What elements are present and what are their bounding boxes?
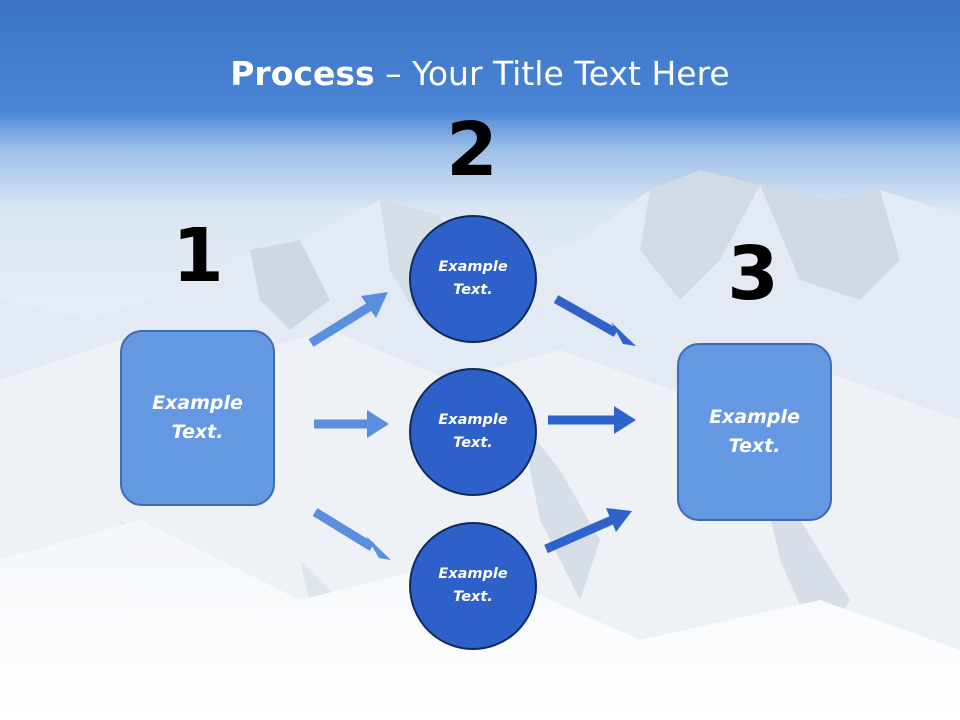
circle-bottom: Example Text. bbox=[409, 522, 537, 650]
step-number-3: 3 bbox=[727, 231, 779, 317]
arrow-bottom-to-right bbox=[544, 508, 632, 554]
slide-title: Process – Your Title Text Here bbox=[0, 52, 960, 96]
right-box: Example Text. bbox=[677, 343, 832, 521]
arrow-middle-to-right bbox=[548, 406, 636, 434]
title-bold: Process bbox=[230, 54, 375, 93]
circle-middle: Example Text. bbox=[409, 368, 537, 496]
step-number-2: 2 bbox=[446, 107, 498, 193]
title-rest: – Your Title Text Here bbox=[374, 54, 730, 93]
arrow-top-to-right bbox=[553, 295, 636, 346]
circle-middle-label: Example Text. bbox=[438, 412, 508, 451]
circle-top: Example Text. bbox=[409, 215, 537, 343]
circle-bottom-label: Example Text. bbox=[438, 566, 508, 605]
arrow-left-to-middle bbox=[314, 410, 389, 438]
right-box-label: Example Text. bbox=[709, 406, 800, 457]
arrow-left-to-bottom bbox=[312, 508, 391, 560]
circle-top-label: Example Text. bbox=[438, 259, 508, 298]
left-box: Example Text. bbox=[120, 330, 275, 506]
step-number-1: 1 bbox=[172, 213, 224, 299]
arrow-left-to-top bbox=[308, 292, 388, 347]
left-box-label: Example Text. bbox=[152, 392, 243, 443]
